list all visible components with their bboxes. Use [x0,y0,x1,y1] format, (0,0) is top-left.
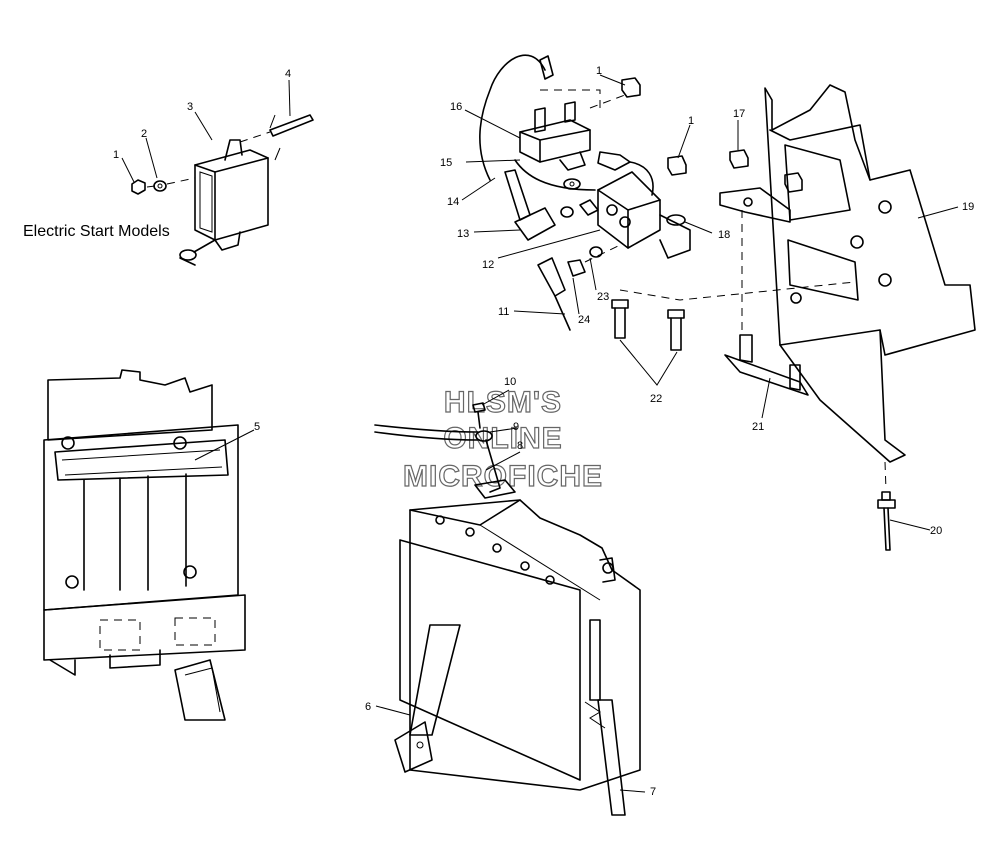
callout-8: 8 [517,440,523,452]
callout-6: 6 [365,701,371,713]
callout-12: 12 [482,259,494,271]
callout-1: 1 [113,149,119,161]
callout-19: 19 [962,201,974,213]
battery [374,402,641,816]
callout-10: 10 [504,376,516,388]
callout-1-mid: 1 [688,115,694,127]
watermark-line-3: MICROFICHE [403,460,603,493]
callout-4: 4 [285,68,291,80]
callout-16: 16 [450,101,462,113]
callout-18: 18 [718,229,730,241]
callout-7: 7 [650,786,656,798]
callout-5: 5 [254,421,260,433]
callout-22: 22 [650,393,662,405]
callouts: 1 2 3 4 5 6 7 8 9 10 11 12 13 14 15 16 1… [113,65,974,798]
callout-24: 24 [578,314,590,326]
callout-13: 13 [457,228,469,240]
mounting-bracket [719,84,976,551]
callout-14: 14 [447,196,459,208]
leader-lines [121,74,959,793]
callout-23: 23 [597,291,609,303]
callout-11: 11 [498,306,509,318]
battery-box [43,369,246,721]
callout-2: 2 [141,128,147,140]
callout-17: 17 [733,108,745,120]
callout-20: 20 [930,525,942,537]
callout-15: 15 [440,157,452,169]
watermark: HLSM'S ONLINE MICROFICHE [402,385,603,493]
diagram-title: Electric Start Models [23,223,170,240]
callout-9: 9 [513,421,519,433]
watermark-line-1: HLSM'S [444,386,562,419]
callout-1-top: 1 [596,65,602,77]
regulator-assembly [131,114,314,266]
callout-21: 21 [752,421,764,433]
solenoid-assembly [479,54,856,351]
callout-3: 3 [187,101,193,113]
watermark-line-2: ONLINE [443,422,562,455]
